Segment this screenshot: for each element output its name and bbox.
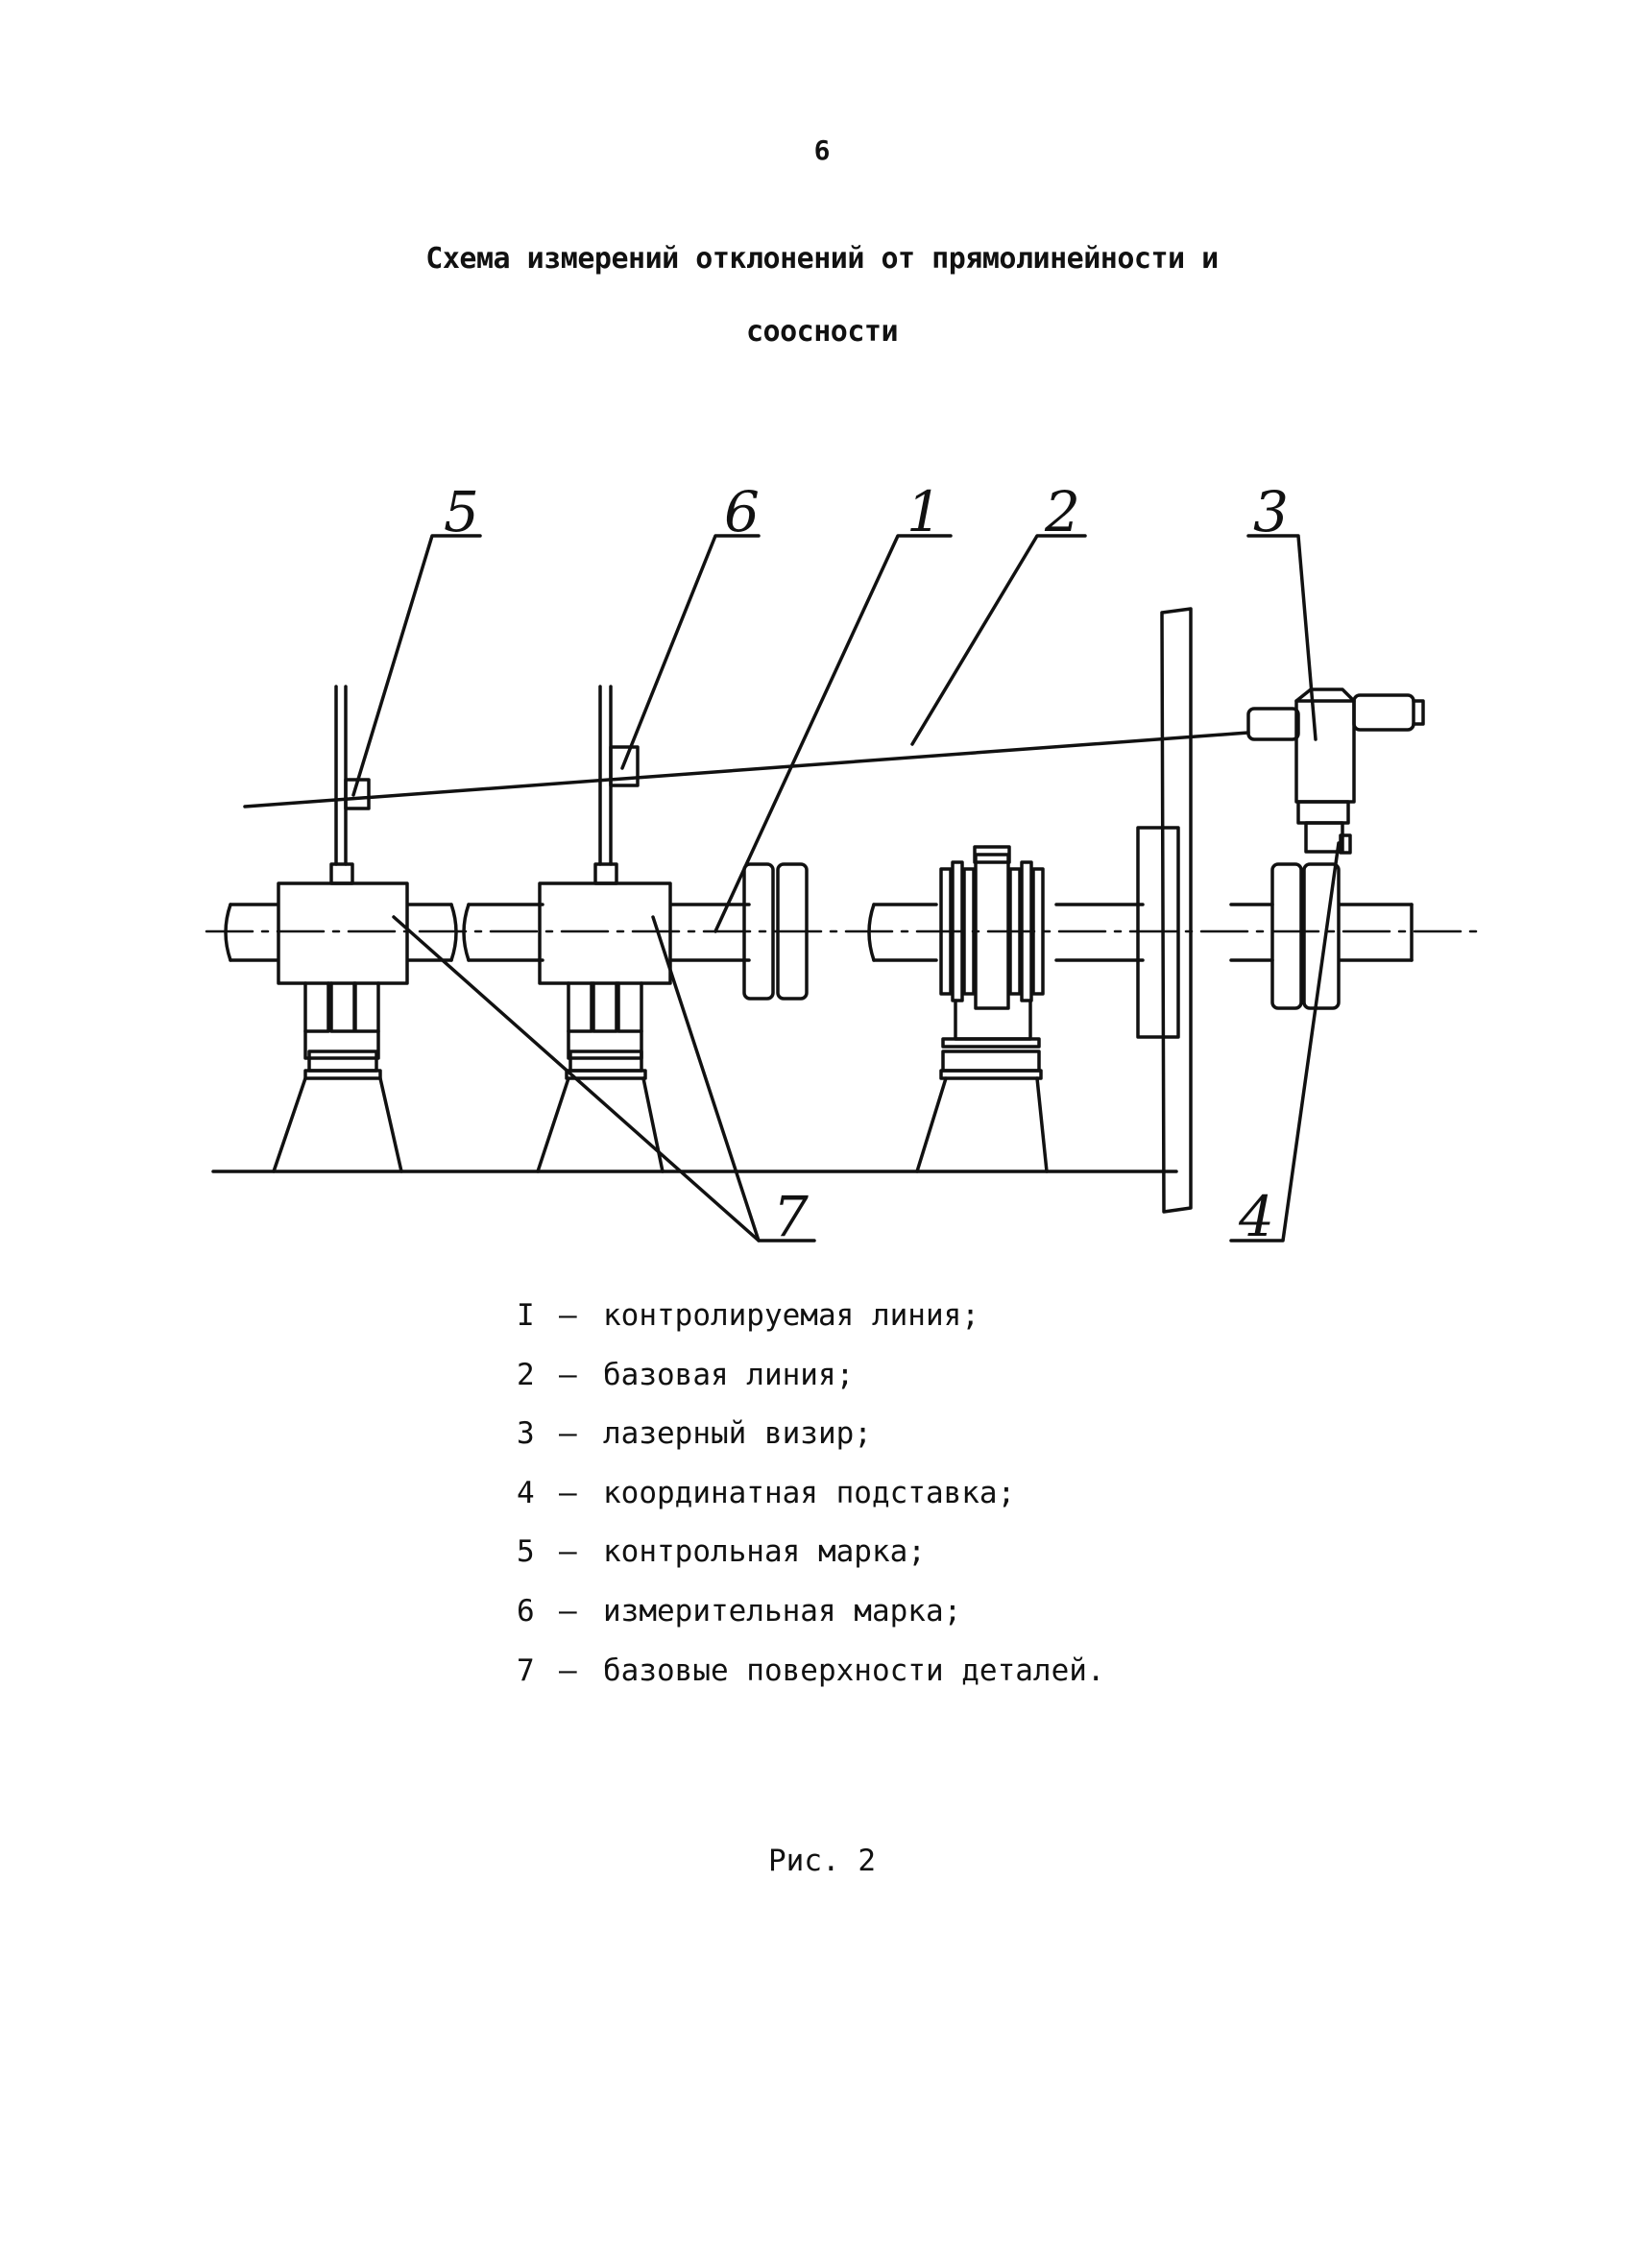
legend-item: I–контролируемая линия; bbox=[517, 1298, 979, 1333]
legend-item: 3–лазерный визир; bbox=[517, 1416, 872, 1452]
disc-and-plate bbox=[1136, 607, 1193, 1214]
callout-6: 6 bbox=[724, 479, 760, 544]
figure-title: Схема измерений отклонений от прямолиней… bbox=[0, 223, 1644, 369]
callout-7: 7 bbox=[773, 1184, 809, 1249]
legend-item: 6–измерительная марка; bbox=[517, 1593, 962, 1629]
legend-item: 2–базовая линия; bbox=[517, 1357, 855, 1392]
title-line-2: соосности bbox=[745, 315, 899, 349]
legend-item: 7–базовые поверхности деталей. bbox=[517, 1653, 1105, 1688]
leader-1 bbox=[713, 534, 953, 933]
leader-3 bbox=[1246, 534, 1318, 741]
callout-1: 1 bbox=[907, 479, 942, 544]
shaft-segment-3 bbox=[867, 903, 1414, 962]
callout-5: 5 bbox=[444, 479, 479, 544]
legend-item: 5–контрольная марка; bbox=[517, 1534, 926, 1570]
support-3 bbox=[915, 845, 1049, 1173]
end-flange bbox=[1270, 862, 1341, 1010]
coupling bbox=[742, 862, 809, 1001]
figure-caption: Рис. 2 bbox=[768, 1844, 876, 1878]
leader-2 bbox=[910, 534, 1087, 746]
measurement-scheme-diagram: 5 6 1 2 3 7 4 bbox=[205, 479, 1481, 1249]
title-line-1: Схема измерений отклонений от прямолиней… bbox=[425, 242, 1219, 276]
page-number: 6 bbox=[813, 134, 831, 166]
shaft-segment-2 bbox=[462, 903, 751, 962]
support-1 bbox=[272, 685, 409, 1173]
leader-5 bbox=[351, 534, 482, 797]
support-2 bbox=[536, 685, 672, 1173]
laser-sight bbox=[1246, 688, 1425, 855]
leader-7b bbox=[651, 915, 761, 1243]
leader-4 bbox=[1229, 841, 1341, 1243]
callout-4: 4 bbox=[1238, 1184, 1274, 1249]
legend-item: 4–координатная подставка; bbox=[517, 1475, 1016, 1510]
base-line bbox=[243, 731, 1250, 808]
leader-6 bbox=[620, 534, 761, 770]
callout-3: 3 bbox=[1253, 479, 1289, 544]
callout-2: 2 bbox=[1044, 479, 1080, 544]
legend: I–контролируемая линия; 2–базовая линия;… bbox=[517, 1287, 1105, 1701]
